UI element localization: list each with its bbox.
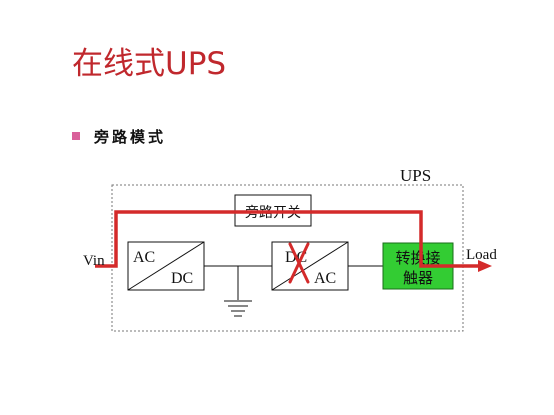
bullet-text: 旁路模式 (94, 127, 167, 146)
inverter-disabled-x-icon (288, 242, 310, 284)
vin-label: Vin (83, 253, 105, 269)
ups-label: UPS (400, 166, 431, 185)
inverter-ac-label: AC (314, 270, 336, 287)
bypass-power-path (95, 210, 478, 268)
transfer-contactor-line1: 转换接 (395, 249, 440, 267)
rectifier-dc-label: DC (171, 270, 193, 287)
ground-icon (224, 300, 252, 317)
rectifier-ac-label: AC (133, 249, 155, 266)
rectifier-diagonal (127, 241, 205, 291)
inverter-diagonal (271, 241, 349, 291)
slide-title: 在线式UPS (72, 46, 227, 82)
transfer-contactor-line2: 触器 (403, 269, 433, 287)
bullet-item: 旁路模式 (72, 126, 166, 146)
bullet-square-icon (72, 132, 80, 140)
load-label: Load (466, 247, 497, 263)
ups-enclosure (111, 184, 464, 332)
output-arrow-icon (478, 260, 492, 272)
